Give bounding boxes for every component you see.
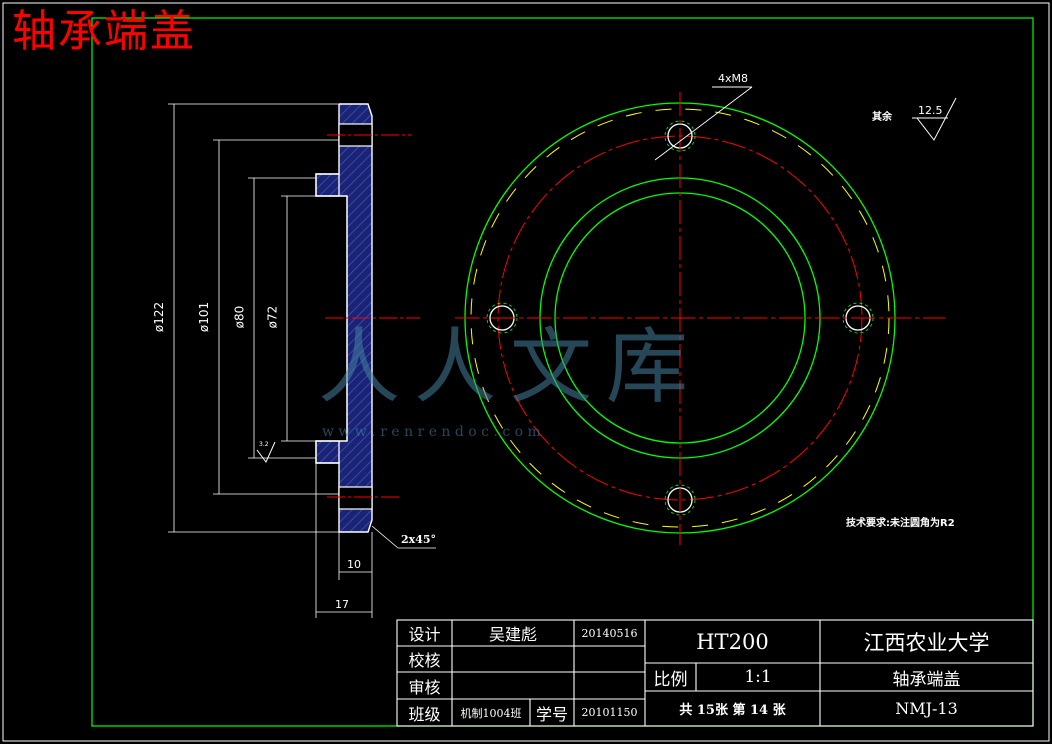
- dim-rough-small: 3.2: [259, 441, 269, 448]
- tb-drawing-no: NMJ-13: [895, 699, 958, 718]
- tb-material: HT200: [696, 629, 769, 654]
- dim-w17: 17: [335, 598, 349, 611]
- title-block-grid: [396, 619, 1034, 727]
- tb-designer-label: 设计: [408, 625, 441, 644]
- note-roughness: 12.5: [918, 104, 943, 117]
- tb-class-value: 机制1004班: [460, 706, 522, 720]
- page-title: 轴承端盖: [12, 6, 196, 57]
- tb-check-label: 校核: [408, 651, 441, 670]
- tb-scale: 1:1: [744, 667, 772, 687]
- note-other-label: 其余: [872, 112, 892, 123]
- dim-d101: ø101: [197, 301, 212, 333]
- tb-student-no: 20101150: [581, 706, 638, 719]
- tb-class-label: 班级: [408, 704, 441, 724]
- dim-holes: 4xM8: [718, 72, 748, 85]
- tb-designer: 吴建彪: [488, 625, 537, 644]
- front-view: [455, 86, 945, 545]
- tb-review-label: 审核: [408, 677, 441, 697]
- note-tech-req: 技术要求:未注圆角为R2: [846, 518, 955, 529]
- roughness-symbol: [912, 97, 957, 141]
- tb-sheets: 共 15张 第 14 张: [679, 703, 786, 718]
- dim-d122: ø122: [152, 301, 167, 333]
- section-hatch: [316, 104, 372, 532]
- section-view: [168, 103, 436, 618]
- dim-chamfer: 2x45°: [401, 533, 437, 546]
- dim-w10: 10: [347, 558, 361, 571]
- dim-d72: ø72: [265, 305, 280, 329]
- watermark-url: w w w . r e n r e n d o c . c o m: [322, 424, 541, 440]
- tb-scale-label: 比例: [653, 669, 688, 690]
- watermark-text: 人人文库: [318, 320, 703, 415]
- tb-school: 江西农业大学: [863, 630, 990, 655]
- dim-d80: ø80: [232, 305, 247, 329]
- tb-student-no-label: 学号: [535, 704, 568, 724]
- tb-design-date: 20140516: [581, 626, 638, 640]
- tb-part-name: 轴承端盖: [892, 669, 961, 690]
